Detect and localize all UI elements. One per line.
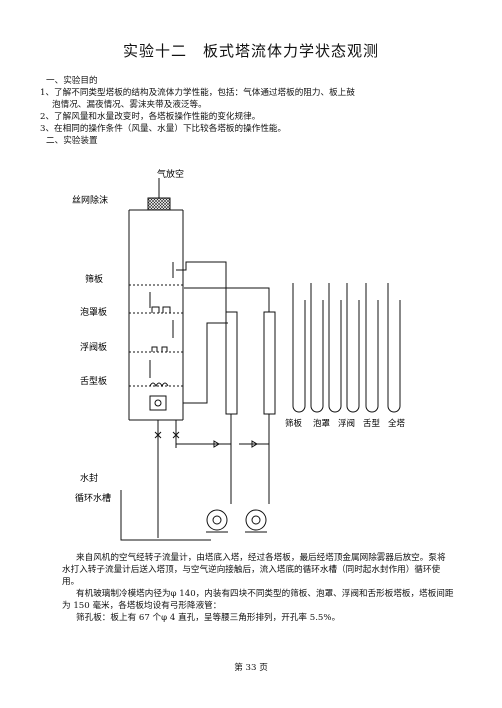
label-gas-vent: 气放空 [157,168,184,180]
page-number: 第 33 页 [234,663,268,673]
section-heading-apparatus: 二、实验装置 [46,136,98,146]
manometer-label-sieve: 筛板 [285,418,303,429]
label-float: 浮阀板 [80,341,107,353]
manometer-label-bubble: 泡罩 [313,418,331,429]
purpose-item-3: 3、在相同的操作条件（风量、水量）下比较各塔板的操作性能。 [40,124,287,134]
paragraph-1: 来自风机的空气经转子流量计，由塔底入塔，经过各塔板，最后经塔顶金属网除雾器后放空… [62,553,446,587]
pump-1 [206,509,228,531]
mist-eliminator [147,197,171,211]
purpose-item-1-cont: 泡情况、漏夜情况、雾沫夹带及液泛等。 [52,100,207,110]
body-text: 来自风机的空气经转子流量计，由塔底入塔，经过各塔板，最后经塔顶金属网除雾器后放空… [62,552,454,624]
paragraph-2: 有机玻璃制冷模塔内径为φ 140，内装有四块不同类型的筛板、泡罩、浮阀和舌形板塔… [62,589,454,611]
label-water-seal: 水封 [80,472,98,484]
rotameter-air [263,311,276,415]
purpose-item-1: 1、了解不同类型塔板的结构及流体力学性能，包括：气体通过塔板的阻力、板上鼓 [40,88,355,98]
rotameter-water [225,311,238,415]
label-tongue: 舌型板 [80,375,107,387]
page-title: 实验十二 板式塔流体力学状态观测 [122,42,379,60]
paragraph-3: 筛孔板：板上有 67 个φ 4 直孔，呈等腰三角形排列，开孔率 5.5%。 [76,613,341,623]
label-bubble: 泡罩板 [80,306,107,318]
u-manometers [292,283,401,413]
section-heading-purpose: 一、实验目的 [46,76,98,86]
label-sieve: 筛板 [85,273,103,285]
purpose-item-2: 2、了解风量和水量改变时，各塔板操作性能的变化规律。 [40,112,261,122]
label-mist-eliminator: 丝网除沫 [72,194,108,206]
water-tank [120,490,211,541]
manometer-label-float: 浮阀 [338,418,355,429]
manometer-label-tongue: 舌型 [363,418,381,429]
label-circulating-tank: 循环水槽 [75,492,111,504]
manometer-label-total: 全塔 [388,418,406,429]
pump-2 [245,509,267,531]
